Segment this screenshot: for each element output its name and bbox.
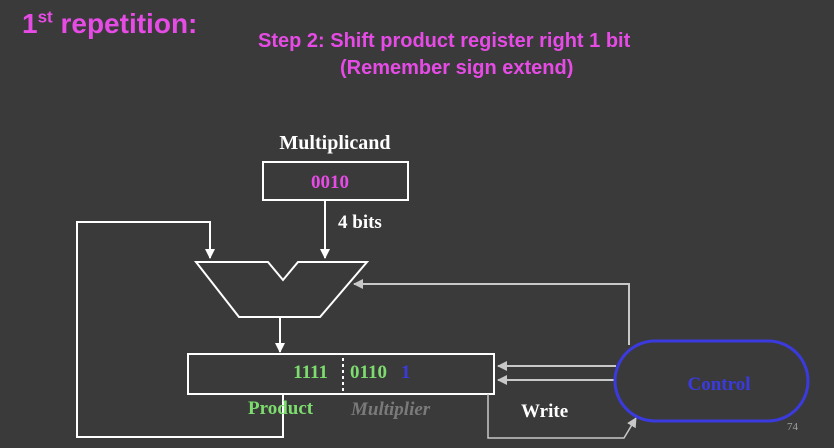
page-number: 74 (787, 421, 799, 433)
control-unit (613, 339, 810, 423)
product-register (187, 353, 495, 395)
slide-title: 1st repetition: (22, 7, 198, 39)
product-high-bits: 1111 (293, 362, 328, 383)
product-lsb: 1 (401, 362, 411, 383)
product-label: Product (248, 398, 314, 419)
alu (193, 261, 370, 318)
control-label: Control (688, 374, 751, 395)
multiplicand-value: 0010 (311, 172, 349, 193)
feedback-path-arrow (76, 221, 284, 438)
write-label: Write (521, 401, 568, 422)
step-line-2: (Remember sign extend) (340, 57, 574, 79)
product-low-bits: 0110 (350, 362, 387, 383)
multiplier-label: Multiplier (350, 399, 431, 420)
step-line-1: Step 2: Shift product register right 1 b… (258, 30, 631, 52)
multiplicand-register (262, 161, 409, 201)
step-description: Step 2: Shift product register right 1 b… (258, 28, 630, 82)
bits-label: 4 bits (338, 212, 382, 233)
control-to-alu-arrow (353, 279, 630, 345)
multiplicand-label: Multiplicand (279, 132, 390, 154)
lsb-to-control-arrow (487, 394, 637, 439)
